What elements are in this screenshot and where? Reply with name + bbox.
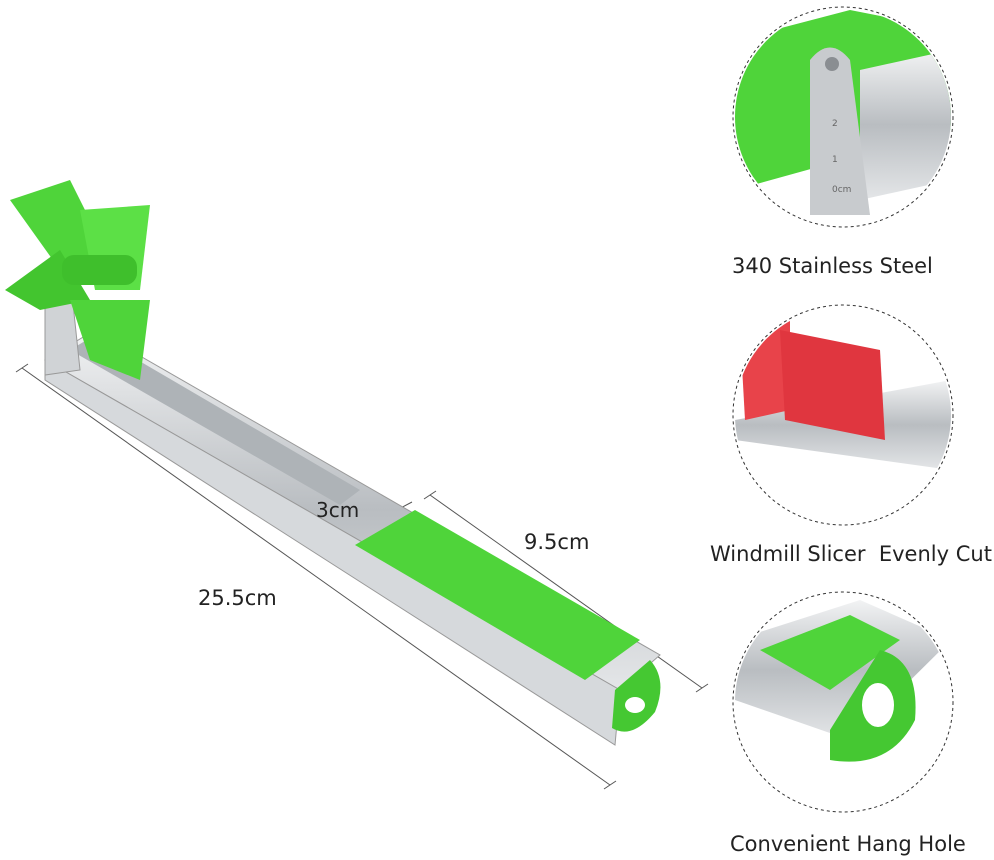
svg-text:0cm: 0cm xyxy=(832,185,851,195)
feature-caption-slicer: Windmill Slicer Evenly Cut xyxy=(710,542,992,566)
svg-text:1: 1 xyxy=(832,155,838,165)
handle-length-label: 9.5cm xyxy=(524,530,590,554)
svg-text:2: 2 xyxy=(832,119,838,129)
hang-hole-detail-image xyxy=(735,594,951,810)
total-length-label: 25.5cm xyxy=(198,586,277,610)
width-label: 3cm xyxy=(316,498,360,522)
cut-detail-image xyxy=(735,307,951,523)
slicer-body xyxy=(5,180,661,746)
steel-detail-image: 2 1 0cm xyxy=(735,9,951,225)
feature-caption-hang-hole: Convenient Hang Hole xyxy=(730,832,966,856)
feature-caption-steel: 340 Stainless Steel xyxy=(732,254,933,278)
